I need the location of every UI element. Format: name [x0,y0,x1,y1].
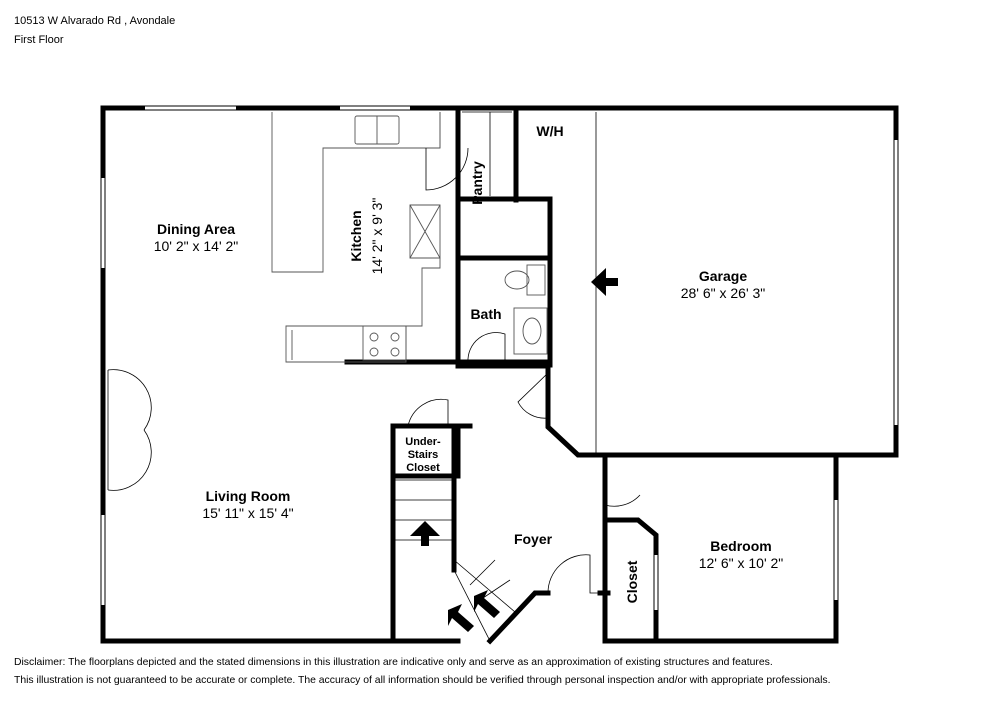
room-dims-garage: 28' 6" x 26' 3" [681,285,766,301]
room-dims-dining: 10' 2" x 14' 2" [154,238,239,254]
room-name-bath: Bath [470,306,501,322]
windows [100,105,899,610]
disclaimer-line-2: This illustration is not guaranteed to b… [14,675,831,686]
room-name-kitchen: Kitchen [348,210,364,261]
room-name-closet: Closet [624,560,640,603]
doors [107,112,641,594]
room-name-foyer: Foyer [514,531,553,547]
bath-fixtures [504,264,548,355]
address-text: 10513 W Alvarado Rd , Avondale [14,15,176,27]
room-name-bedroom: Bedroom [710,538,771,554]
room-name-dining: Dining Area [157,221,235,237]
kitchen-counters [271,112,441,363]
room-name-garage: Garage [699,268,747,284]
stairs [393,479,516,642]
pantry-shelves [462,111,512,196]
arrow-down-left-icon [448,604,474,632]
toilet-icon [504,270,530,290]
room-name-pantry: Pantry [469,161,485,205]
room-name-living: Living Room [206,488,291,504]
room-dims-kitchen: 14' 2" x 9' 3" [369,198,385,275]
arrow-up-icon [410,521,440,546]
room-name-under-stairs-1: Under- [405,436,441,448]
arrow-down-left-icon-2 [474,590,500,618]
toilet-tank-icon [526,264,546,296]
room-name-wh: W/H [536,123,563,139]
arrow-left-icon [591,268,618,296]
room-dims-bedroom: 12' 6" x 10' 2" [699,555,784,571]
floor-label: First Floor [14,34,64,46]
direction-arrows [410,268,618,632]
stove-icon [362,325,407,361]
disclaimer-line-1: Disclaimer: The floorplans depicted and … [14,657,773,668]
room-name-under-stairs-2: Stairs [408,449,439,461]
room-dims-living: 15' 11" x 15' 4" [202,505,293,521]
vanity-icon [513,307,548,355]
room-name-under-stairs-3: Closet [406,462,440,474]
